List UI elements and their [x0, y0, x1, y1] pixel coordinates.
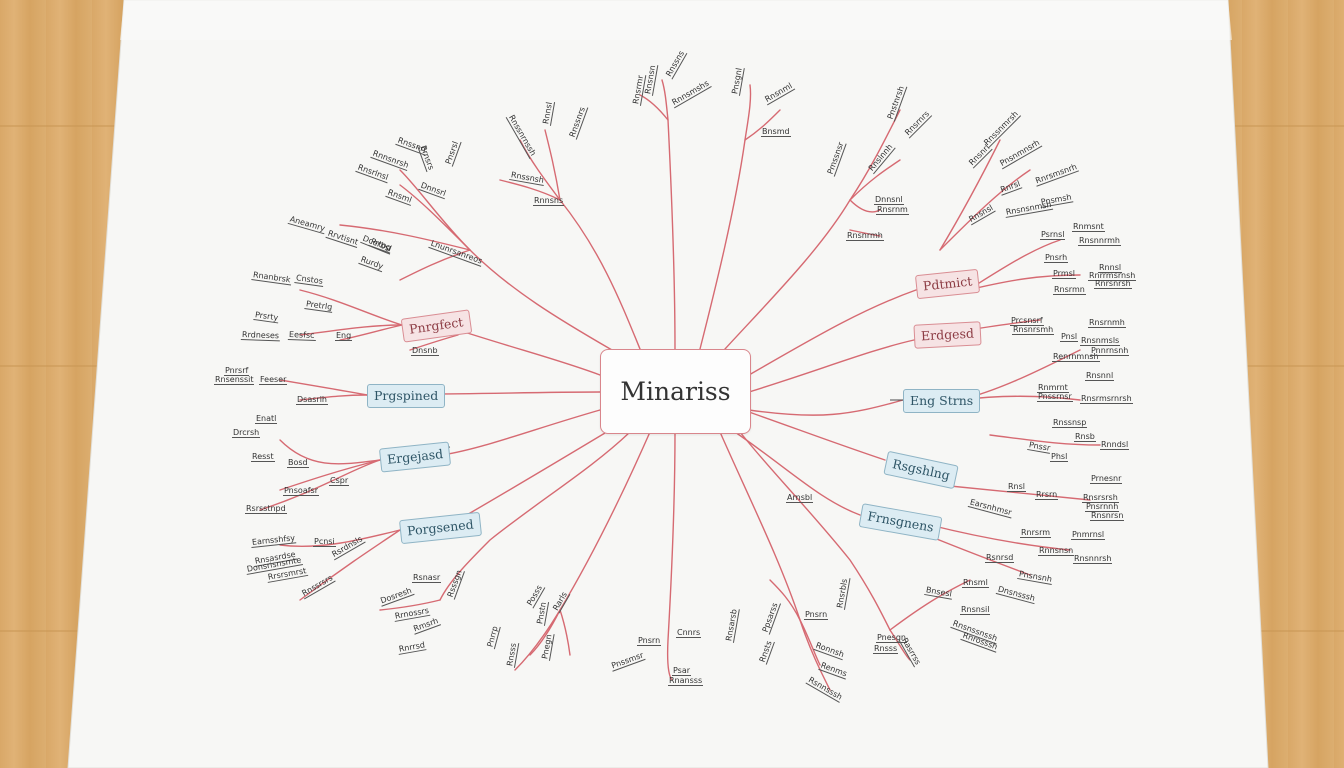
- leaf-label: Eng: [335, 331, 352, 341]
- leaf-label: Rnansss: [668, 676, 703, 686]
- leaf-label: Rnnsl: [1098, 263, 1122, 273]
- leaf-label: Rnrsrm: [1020, 528, 1051, 538]
- leaf-label: Bosd: [287, 458, 309, 468]
- leaf-label: Rnsrmn: [1053, 285, 1086, 295]
- leaf-label: Rnsnnl: [1085, 371, 1114, 381]
- leaf-label: Pcnsi: [313, 537, 336, 547]
- leaf-label: Cnnrs: [676, 628, 701, 638]
- leaf-label: Rnsb: [1074, 432, 1096, 442]
- leaf-label: Rnsnnrsh: [1073, 554, 1112, 564]
- leaf-label: Pnssrnsr: [1037, 392, 1073, 402]
- leaf-label: Prmsl: [1052, 269, 1076, 279]
- leaf-label: Pnsrn: [804, 610, 828, 620]
- leaf-label: Pnsoafsr: [283, 486, 319, 496]
- leaf-label: Rnnsns: [533, 196, 564, 206]
- branch-to-prgspined: [422, 392, 600, 394]
- branch-lower-right: [740, 432, 890, 630]
- leaf-label: Rrsrn: [1035, 490, 1058, 500]
- leaf-label: Rnsml: [962, 578, 989, 588]
- leaf-label: Arnsbl: [786, 493, 813, 503]
- leaf-label: Dnnsnl: [874, 195, 904, 205]
- leaf-label: Drcrsh: [232, 428, 260, 438]
- leaf-label: Prnesnr: [1090, 474, 1122, 484]
- branch-to-eng-strns: [749, 400, 903, 415]
- branch-bottom-left: [515, 432, 650, 670]
- leaf-label: Rsrsstnpd: [245, 504, 287, 514]
- leaf-label: Rnsrmsrnrsh: [1080, 394, 1133, 404]
- branch-top-right: [700, 85, 751, 349]
- leaf-label: Bnsmd: [761, 127, 791, 137]
- leaf-label: Rnsnrsn: [1090, 511, 1124, 521]
- leaf-label: Dsasrlh: [296, 395, 328, 405]
- leaf-label: Rnsrnmh: [1088, 318, 1126, 328]
- topic-node-t-right-3[interactable]: Eng Strns: [903, 389, 980, 413]
- branch-to-pdtmict: [749, 290, 916, 375]
- leaf-label: Psrnsl: [1040, 230, 1065, 240]
- leaf-label: Eesfsc: [288, 330, 316, 341]
- leaf-label: Rnsl: [1007, 482, 1026, 492]
- leaf-label: Rnrsnrsh: [1094, 279, 1132, 289]
- leaf-label: Enatl: [255, 414, 277, 424]
- topic-node-t-right-2[interactable]: Erdgesd: [913, 321, 981, 348]
- central-node-label: Minariss: [620, 377, 730, 406]
- branch-to-ergejasd: [436, 410, 600, 456]
- leaf-label: Rnssnsp: [1052, 418, 1087, 428]
- branch-to-rsgshlng: [749, 412, 885, 460]
- leaf-label: Rnnsnsn: [1038, 546, 1074, 556]
- leaf-label: Resst: [251, 452, 275, 462]
- leaf-label: Pnmrnsl: [1071, 530, 1105, 540]
- leaf-label: Rnsnsil: [960, 605, 990, 615]
- leaf-label: Pnsrn: [637, 636, 661, 646]
- leaf-label: Rrdneses: [241, 330, 280, 341]
- leaf-label: Rnndsl: [1100, 440, 1129, 450]
- leaf-label: Rnsss: [873, 644, 898, 654]
- leaf-label: Rnsnmsls: [1080, 336, 1120, 346]
- leaf-label: Rnsenssit: [214, 375, 254, 385]
- leaf-label: Pnsl: [1060, 332, 1078, 342]
- branch-bottom: [668, 432, 675, 680]
- leaf-label: Dnsnb: [411, 346, 439, 356]
- leaf-label: Rsnrsd: [985, 553, 1014, 563]
- leaf-label: Rnsnrsmh: [1012, 325, 1054, 335]
- leaf-label: Rsnasr: [412, 573, 441, 583]
- leaf-label: Feeser: [259, 375, 287, 385]
- branch-to-pnrgfect: [458, 330, 600, 375]
- leaf-label: Rnsnnrmh: [1078, 236, 1121, 246]
- branch-upper-left-2: [520, 140, 640, 349]
- leaf-label: Cspr: [329, 476, 349, 486]
- topic-node-t-left-2[interactable]: Prgspined: [367, 384, 445, 408]
- branch-to-erdgesd: [749, 340, 914, 392]
- leaf-label: Psar: [672, 666, 691, 676]
- leaf-label: Pnnrnsnh: [1090, 346, 1129, 356]
- leaf-label: Phsl: [1050, 452, 1068, 462]
- leaf-label: Pnsrh: [1044, 253, 1068, 263]
- leaf-label: Rnsnrmh: [846, 231, 884, 241]
- leaf-label: Rnsrnm: [876, 205, 909, 215]
- leaf-label: Rnmsnt: [1072, 222, 1105, 232]
- central-node[interactable]: Minariss: [600, 349, 751, 434]
- branch-upper-right: [725, 110, 900, 349]
